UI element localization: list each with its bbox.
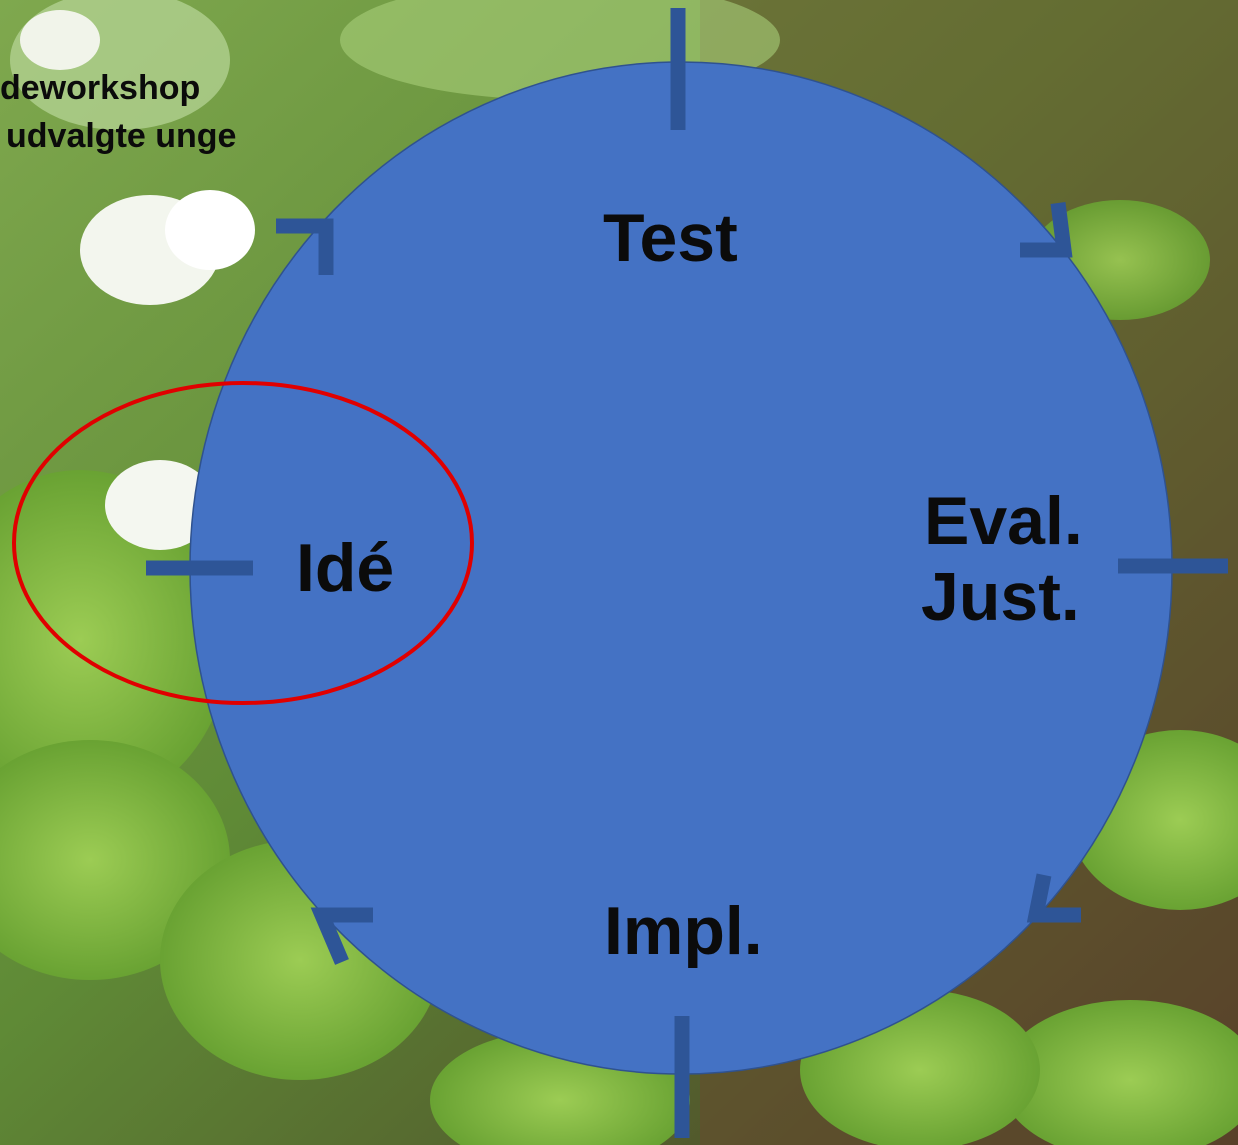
direction-arrows bbox=[276, 202, 1081, 965]
arrow-bottom-left bbox=[310, 907, 373, 965]
highlight-ring bbox=[12, 381, 474, 705]
arrow-bottom-right bbox=[1026, 873, 1081, 923]
arrow-top-left bbox=[276, 218, 334, 275]
stage-label-test: Test bbox=[603, 200, 738, 276]
cycle-tick-marks bbox=[146, 8, 1228, 1138]
arrow-top-right bbox=[1020, 202, 1073, 258]
stage-label-eval-just: Eval. Just. bbox=[918, 483, 1083, 635]
stage-label-impl: Impl. bbox=[604, 893, 763, 969]
stage-label-eval: Eval. bbox=[924, 483, 1083, 559]
stage-label-just: Just. bbox=[921, 559, 1080, 635]
corner-note-line-1: deworkshop bbox=[0, 69, 201, 107]
stage-label-ide: Idé bbox=[296, 530, 395, 606]
corner-note: deworkshop udvalgte unge bbox=[0, 64, 236, 160]
corner-note-line-2: udvalgte unge bbox=[6, 117, 237, 155]
